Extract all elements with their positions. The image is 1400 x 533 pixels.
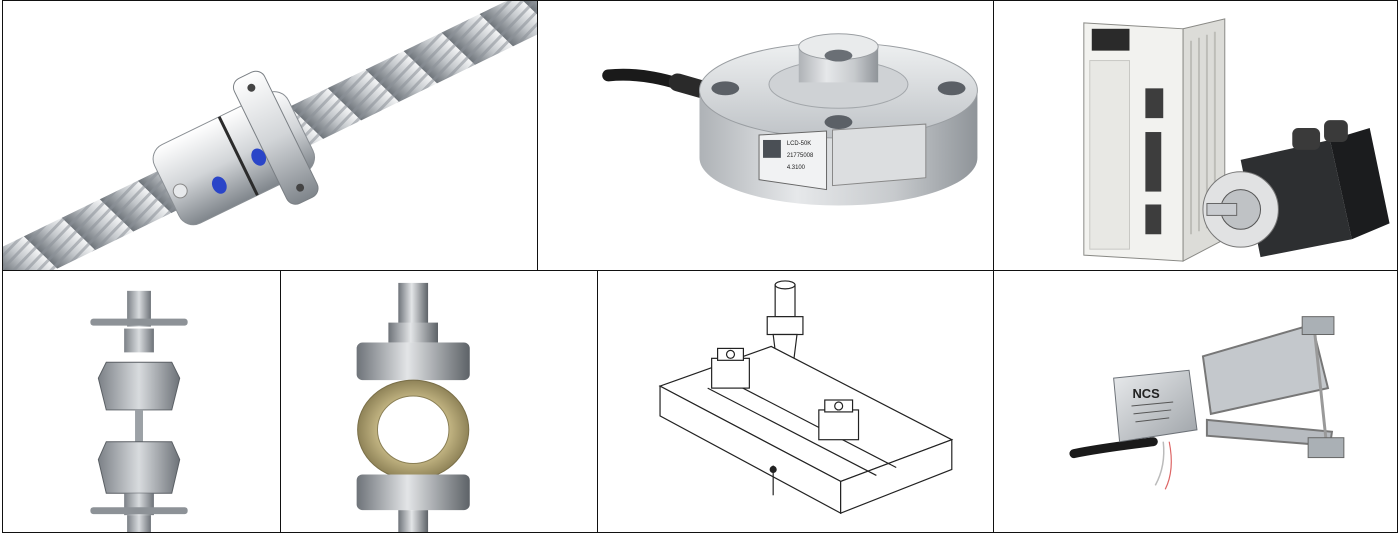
support-roller-left [711,347,750,389]
tensile-wedge-grips-drawing [90,290,188,532]
load-cell-drawing: LCD-50K 21775008 4.3100 [602,33,978,206]
three-point-bend-fixture-image [597,270,994,533]
extensometer-image: NCS [993,270,1398,533]
upper-platen [356,342,470,381]
tensile-wedge-grips-image [2,270,281,533]
servo-drive-motor-drawing [1083,18,1390,262]
blue-port [211,176,227,194]
upper-arm [1201,323,1330,416]
brand-text: NCS [1132,386,1160,401]
specimen [135,409,143,442]
sensor-housing [1113,369,1198,443]
servo-motor [1202,120,1390,258]
servo-drive [1083,18,1226,262]
value-text: 4.3100 [787,165,806,171]
upper-grip [97,361,181,411]
lower-grip [97,441,181,494]
three-point-bend-fixture-drawing [658,280,954,515]
extensometer-cable [1069,437,1158,459]
nameplate: LCD-50K 21775008 4.3100 [758,123,927,191]
ball-screw-image [2,0,538,271]
support-roller-right [818,399,860,441]
load-cell-image: LCD-50K 21775008 4.3100 [537,0,994,271]
extensometer-drawing: NCS [1069,316,1345,490]
nut-flange [232,70,319,205]
ring-compression-fixture-drawing [356,282,470,532]
led-display [1091,28,1130,51]
t-handle [90,318,188,326]
logo-mark [763,139,781,158]
servo-drive-motor-image [993,0,1398,271]
model-text: LCD-50K [787,141,811,147]
ball-screw-drawing [3,1,537,270]
base-beam [658,345,954,515]
blue-port [251,148,267,166]
t-handle [90,507,188,515]
lower-platen [356,474,470,511]
ring-compression-fixture-image [280,270,598,533]
serial-text: 21775008 [787,153,814,159]
